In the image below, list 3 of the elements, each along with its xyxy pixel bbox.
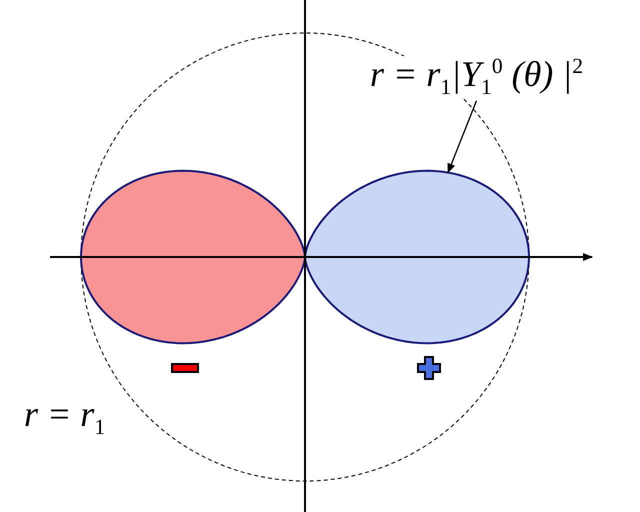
lobe (80, 170, 306, 344)
leader-line (447, 100, 478, 174)
lobe (304, 170, 530, 344)
